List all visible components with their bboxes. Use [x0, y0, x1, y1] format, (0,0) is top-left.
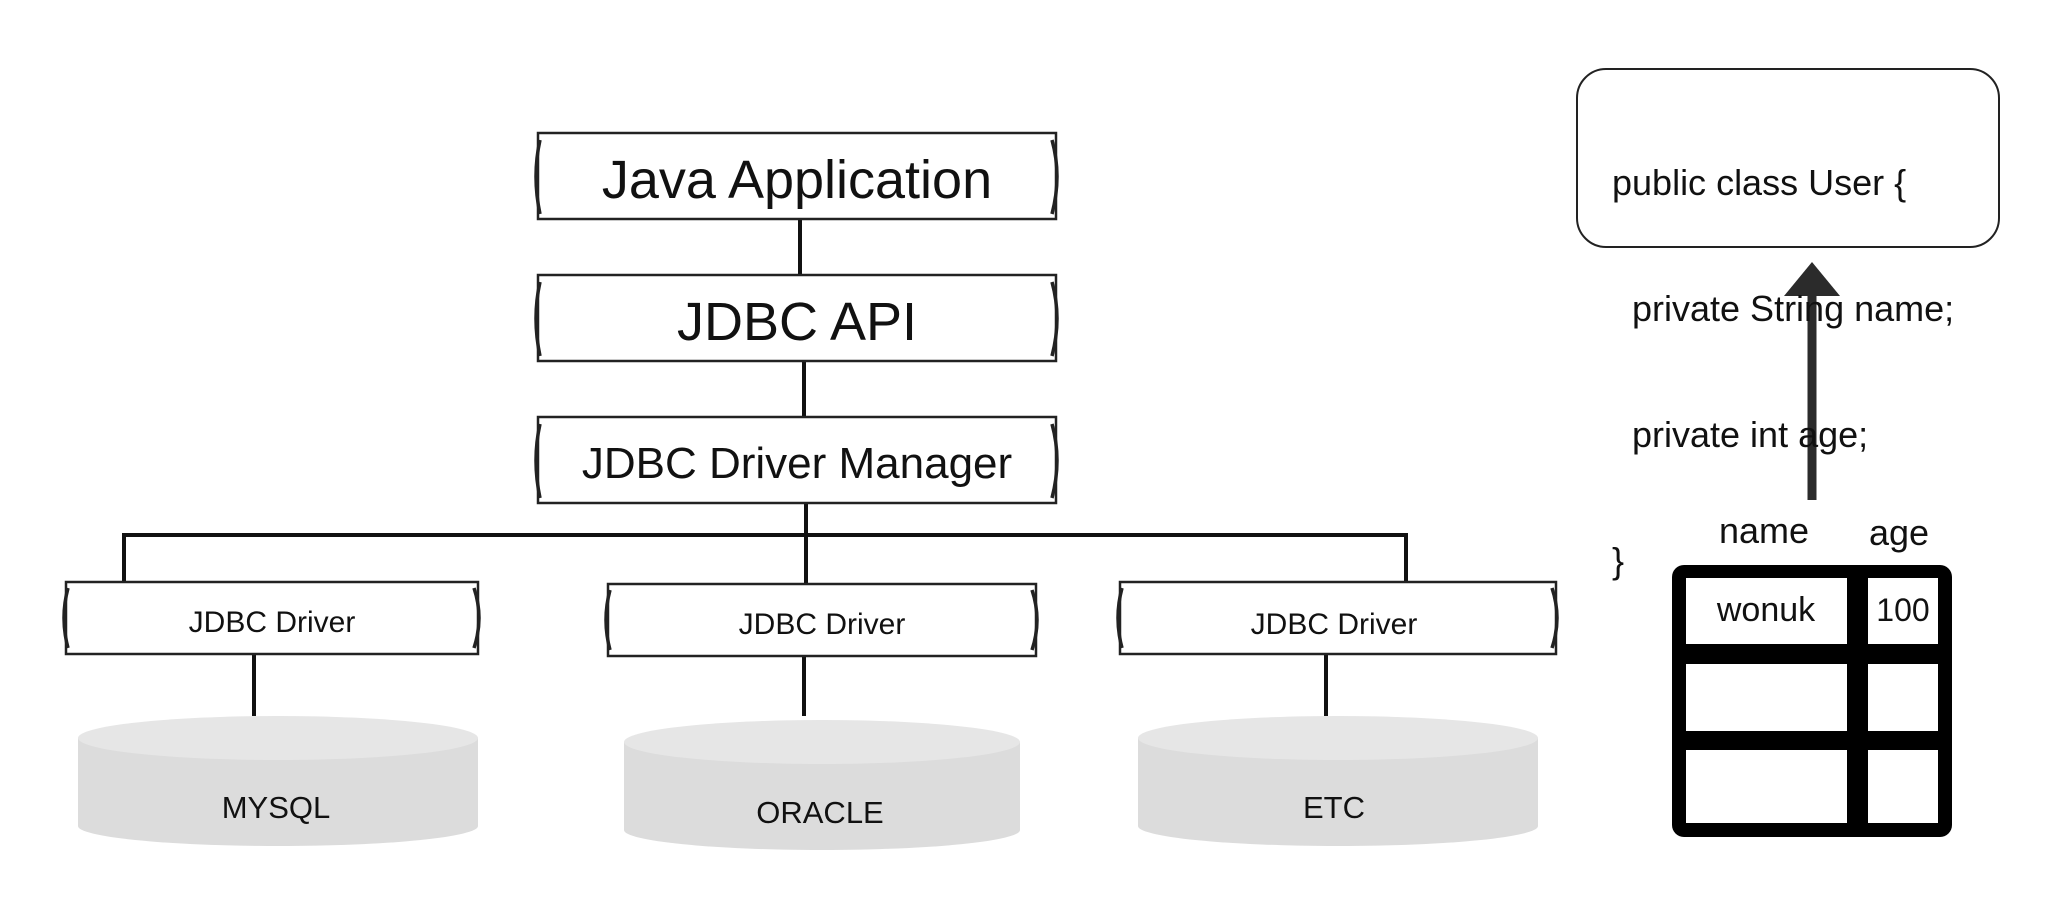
database-cylinder-oracle — [624, 720, 1020, 850]
database-cylinder-mysql — [78, 716, 478, 846]
table-cell — [1686, 664, 1847, 731]
database-cylinder-etc — [1138, 716, 1538, 846]
code-line-4: } — [1612, 540, 1625, 581]
table-cell — [1686, 578, 1847, 644]
driver-bus — [122, 533, 1408, 582]
jdbc-driver-manager-box — [534, 415, 1059, 505]
database-label-mysql: MYSQL — [222, 790, 331, 825]
jdbc-driver-manager-label: JDBC Driver Manager — [582, 439, 1012, 488]
arrow-head-icon — [1784, 262, 1840, 296]
connector-lines — [122, 218, 1408, 716]
code-line-2: private String name; — [1612, 288, 1955, 329]
result-table: wonuk 100 — [1672, 565, 1952, 837]
table-cell — [1868, 750, 1938, 823]
table-cell-name: wonuk — [1716, 591, 1816, 629]
table-header-name: name — [1719, 510, 1809, 551]
database-label-etc: ETC — [1303, 790, 1365, 825]
java-application-label: Java Application — [602, 150, 992, 210]
jdbc-driver-label-1: JDBC Driver — [189, 606, 356, 639]
user-class-code-box: public class User { private String name;… — [1576, 68, 2000, 581]
jdbc-driver-box-2 — [604, 582, 1039, 658]
code-line-1: public class User { — [1612, 162, 1907, 203]
jdbc-api-label: JDBC API — [677, 292, 917, 352]
table-cell — [1868, 664, 1938, 731]
jdbc-api-box — [534, 273, 1059, 363]
jdbc-driver-box-1 — [62, 580, 481, 656]
mapping-arrow — [1784, 262, 1840, 500]
table-cell-age: 100 — [1876, 592, 1929, 628]
table-cell — [1868, 578, 1938, 644]
table-cell — [1686, 750, 1847, 823]
jdbc-driver-box-3 — [1116, 580, 1559, 656]
jdbc-driver-label-3: JDBC Driver — [1251, 608, 1418, 641]
code-line-3: private int age; — [1612, 414, 1869, 455]
java-application-box — [534, 131, 1059, 221]
jdbc-driver-label-2: JDBC Driver — [739, 608, 906, 641]
table-header-age: age — [1869, 512, 1929, 553]
database-cylinders — [78, 716, 1538, 850]
database-label-oracle: ORACLE — [756, 795, 883, 830]
